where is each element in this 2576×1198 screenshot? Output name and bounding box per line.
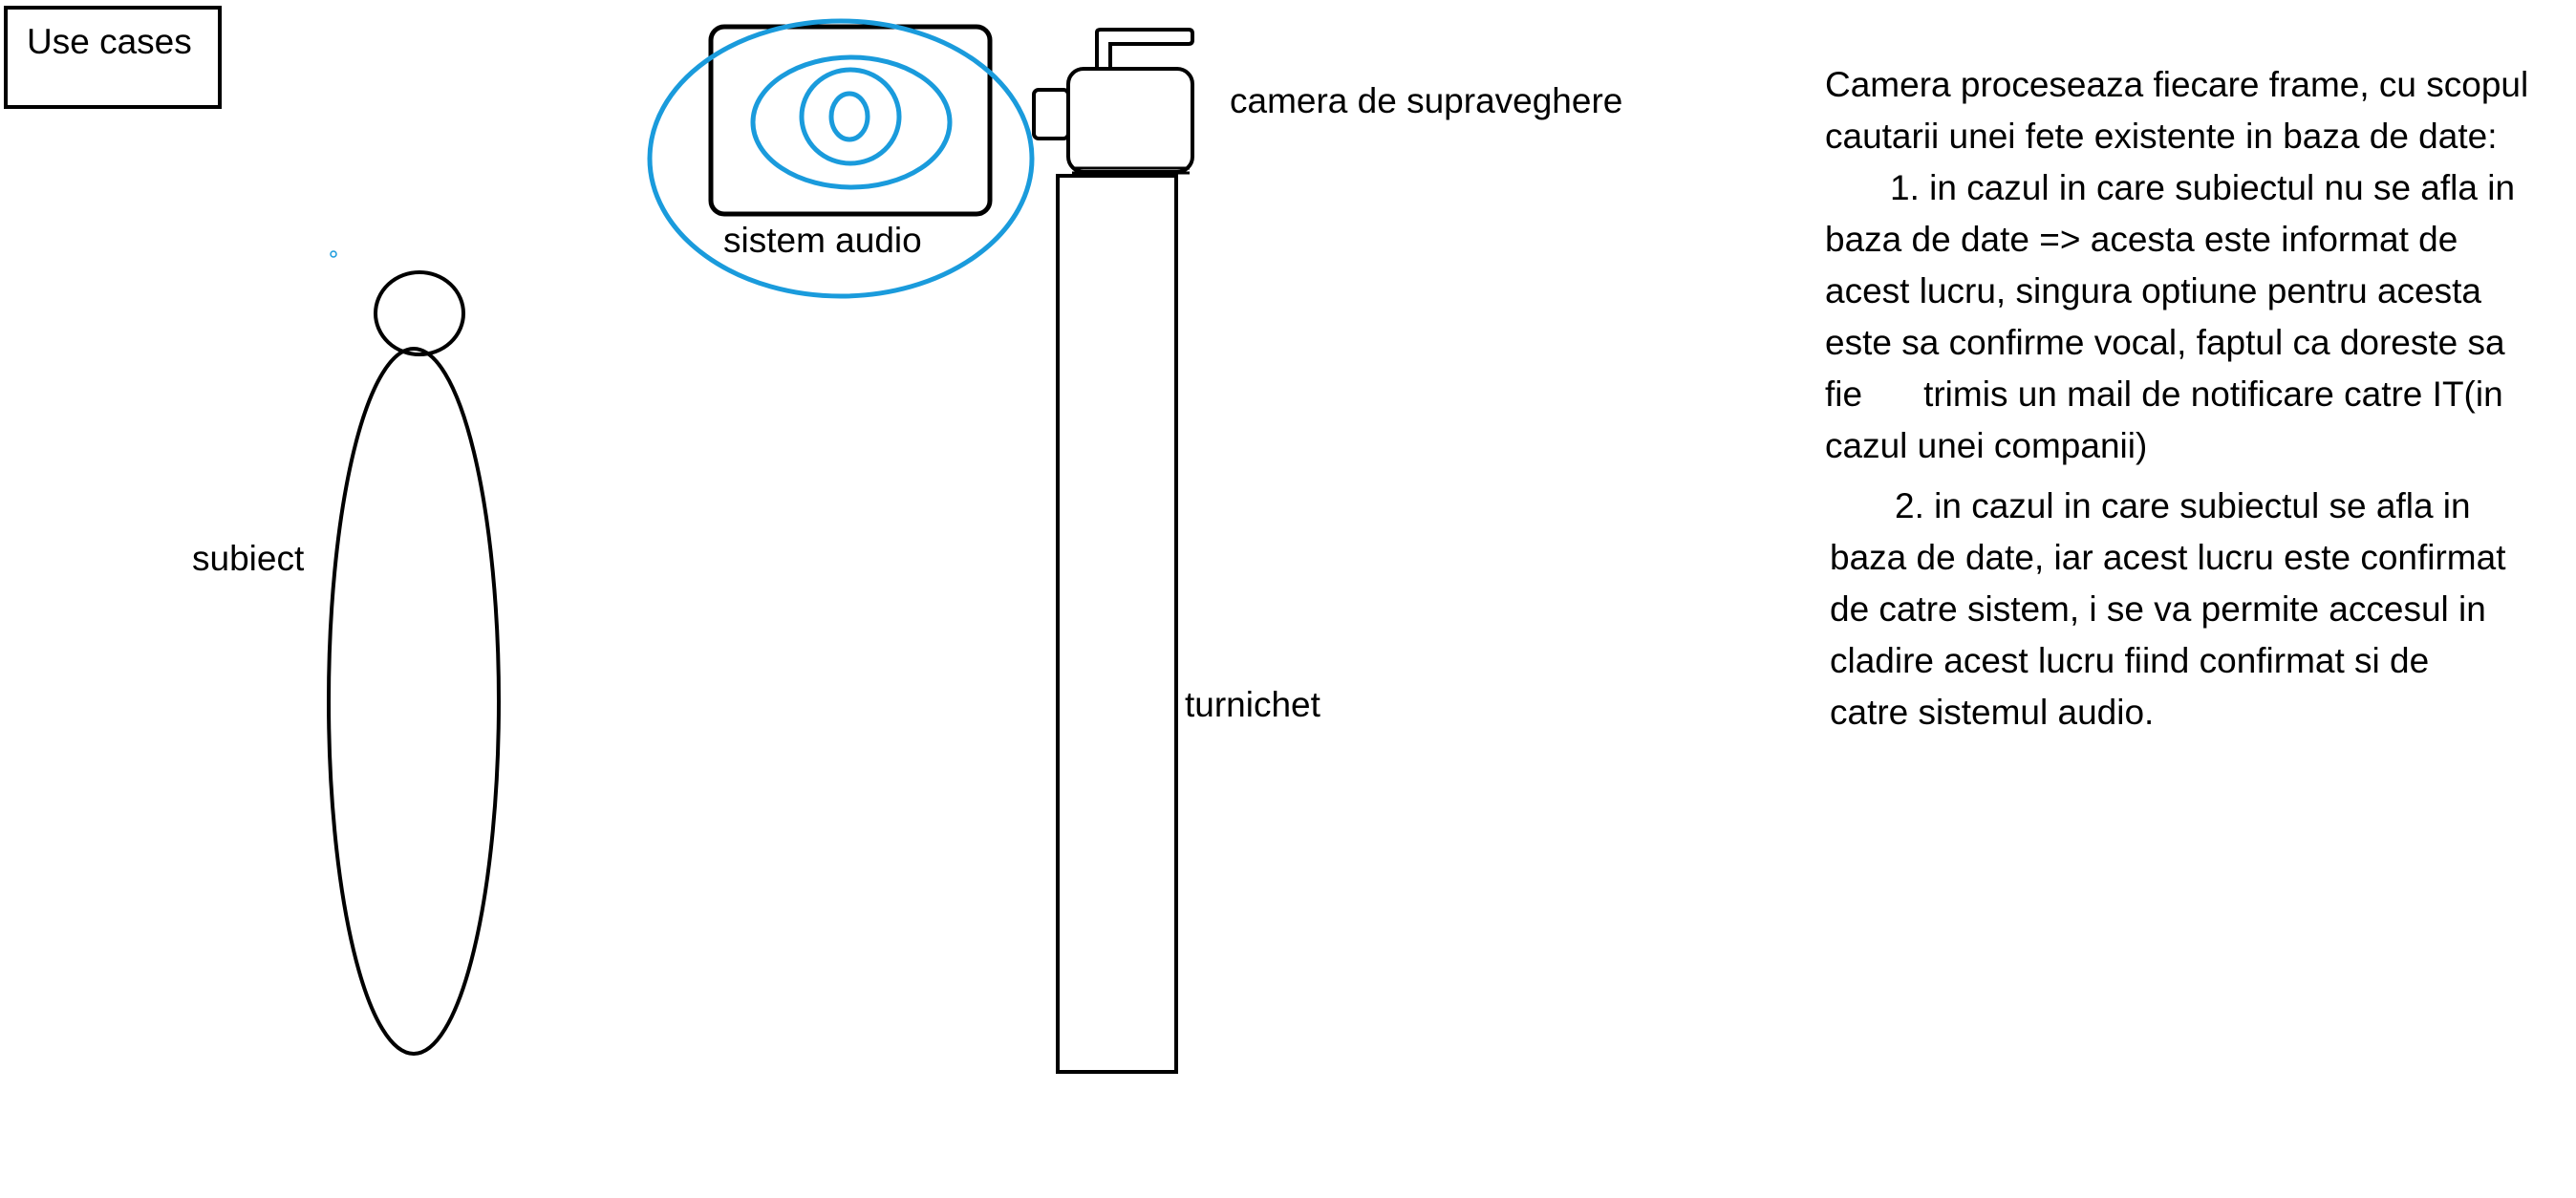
case2-line: baza de date, iar acest lucru este confi… [1830, 538, 2506, 577]
audio-system-label: sistem audio [723, 221, 922, 260]
audio-wave-inner [799, 67, 902, 166]
case1-line: 1. in cazul in care subiectul nu se afla… [1825, 162, 2570, 214]
title-box: Use cases [4, 6, 222, 109]
stray-dot [330, 250, 337, 258]
subject-figure [327, 270, 501, 1056]
turnstile-label: turnichet [1185, 685, 1320, 724]
camera-lens [1032, 88, 1070, 140]
description-line: cautarii unei fete existente in baza de … [1825, 117, 2498, 156]
title-text: Use cases [27, 22, 192, 61]
case1-line5a-text: fie [1825, 374, 1863, 414]
case2-line: 2. in cazul in care subiectul se afla in [1830, 481, 2570, 532]
case1-line1-text: 1. in cazul in care subiectul nu se afla… [1890, 168, 2516, 207]
case2-line: cladire acest lucru fiind confirmat si d… [1830, 641, 2430, 680]
case2-line: de catre sistem, i se va permite accesul… [1830, 589, 2486, 629]
camera-label: camera de supraveghere [1230, 81, 1623, 120]
audio-wave-core [828, 91, 870, 142]
subject-head [374, 270, 465, 356]
camera-body [1066, 67, 1194, 174]
case1-line: fie trimis un mail de notificare catre IT… [1825, 369, 2570, 420]
description-case2-block: 2. in cazul in care subiectul se afla in… [1830, 481, 2570, 738]
audio-wave-middle [750, 54, 953, 190]
case1-line: acest lucru, singura optiune pentru aces… [1825, 271, 2481, 310]
case1-line: cazul unei companii) [1825, 426, 2148, 465]
case2-line: catre sistemul audio. [1830, 693, 2155, 732]
audio-wave-outer [647, 18, 1035, 299]
audio-system [647, 18, 1035, 299]
case2-line1-text: 2. in cazul in care subiectul se afla in [1895, 486, 2471, 525]
camera-top-bracket [1095, 28, 1194, 69]
description-line: Camera proceseaza fiecare frame, cu scop… [1825, 65, 2529, 104]
case1-line5b-text: trimis un mail de notificare catre IT(in [1923, 374, 2503, 414]
speaker-box [708, 24, 993, 217]
description-intro-block: Camera proceseaza fiecare frame, cu scop… [1825, 59, 2570, 472]
case1-line: baza de date => acesta este informat de [1825, 220, 2458, 259]
surveillance-camera [1032, 28, 1194, 175]
case1-line: este sa confirme vocal, faptul ca dorest… [1825, 323, 2505, 362]
subject-label: subiect [192, 539, 305, 578]
turnstile-pole [1056, 174, 1178, 1074]
subject-body [327, 347, 501, 1056]
